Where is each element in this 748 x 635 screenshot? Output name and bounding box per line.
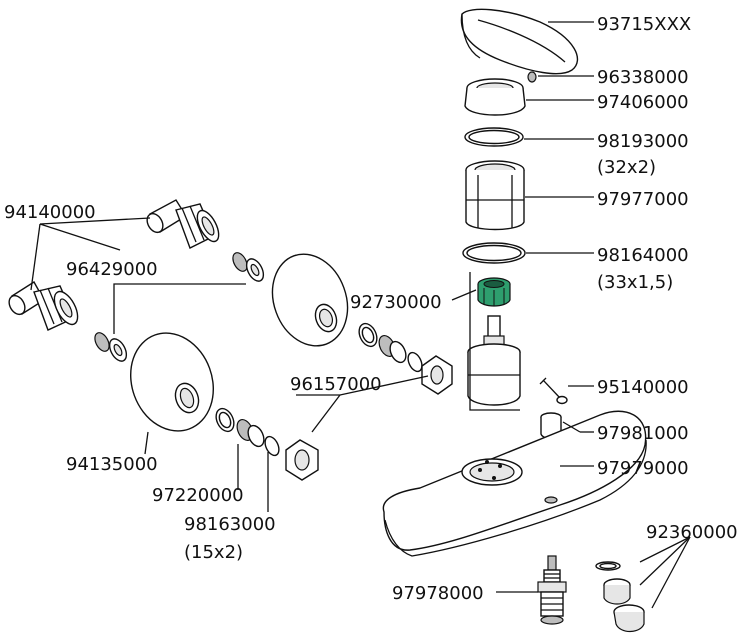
label-95140000: 95140000 bbox=[597, 377, 689, 398]
label-96429000: 96429000 bbox=[66, 259, 158, 280]
cartridge-part bbox=[467, 315, 521, 406]
label-92360000: 92360000 bbox=[646, 522, 738, 543]
leader-lines bbox=[30, 21, 691, 609]
rosette-lower-part bbox=[130, 332, 214, 432]
check-valve-lower-part bbox=[94, 332, 128, 362]
label-98164000: 98164000 bbox=[597, 245, 689, 266]
s-union-lower-part bbox=[8, 281, 79, 331]
label-98163000: 98163000 bbox=[184, 514, 276, 535]
lever-handle-part bbox=[460, 8, 578, 75]
label-97220000: 97220000 bbox=[152, 485, 244, 506]
grub-screw-part bbox=[527, 71, 537, 83]
threaded-sleeve-part bbox=[465, 160, 525, 231]
label-97977000: 97977000 bbox=[597, 189, 689, 210]
label-98163000-size: (15x2) bbox=[184, 542, 243, 563]
label-92730000: 92730000 bbox=[350, 292, 442, 313]
fixing-screw-part bbox=[539, 377, 568, 405]
cartridge-ring-part bbox=[477, 277, 511, 307]
label-93715xxx: 93715XXX bbox=[597, 14, 691, 35]
cartridge-group-bracket bbox=[469, 272, 520, 411]
label-96157000: 96157000 bbox=[290, 374, 382, 395]
s-union-upper-part bbox=[146, 199, 220, 249]
aerator-set-part bbox=[595, 561, 645, 633]
rosette-upper-part bbox=[271, 253, 349, 347]
o-ring-32x2-part bbox=[464, 127, 524, 147]
check-valve-upper-part bbox=[232, 252, 265, 282]
label-97979000: 97979000 bbox=[597, 458, 689, 479]
upper-seal-nut-set-part bbox=[358, 322, 453, 395]
label-96338000: 96338000 bbox=[597, 67, 689, 88]
label-97981000: 97981000 bbox=[597, 423, 689, 444]
label-94140000: 94140000 bbox=[4, 202, 96, 223]
part-labels: 93715XXX 96338000 97406000 98193000 (32x… bbox=[4, 14, 738, 604]
cover-cap-part bbox=[464, 78, 526, 116]
o-ring-33x1-5-part bbox=[462, 242, 526, 264]
lower-seal-nut-set-part bbox=[215, 407, 319, 481]
label-97406000: 97406000 bbox=[597, 92, 689, 113]
label-98193000: 98193000 bbox=[597, 131, 689, 152]
diverter-cartridge-part bbox=[537, 555, 567, 625]
mixer-body-part bbox=[382, 410, 647, 557]
label-97978000: 97978000 bbox=[392, 583, 484, 604]
label-98164000-size: (33x1,5) bbox=[597, 272, 673, 293]
label-98193000-size: (32x2) bbox=[597, 157, 656, 178]
label-94135000: 94135000 bbox=[66, 454, 158, 475]
